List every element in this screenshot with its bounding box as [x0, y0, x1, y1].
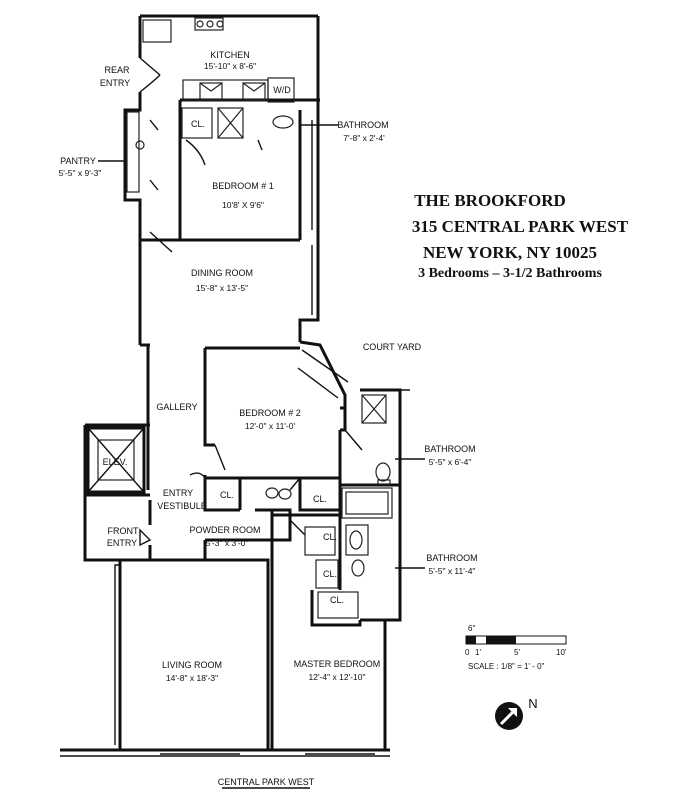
bathroom-2-dims: 5'-5" x 6'-4" [429, 457, 472, 467]
scale-tick-0: 0 [465, 648, 470, 657]
front-entry-label: FRONT [108, 526, 139, 536]
closet-label-entry: CL. [220, 490, 234, 500]
dining-room-label: DINING ROOM [191, 268, 253, 278]
living-room-dims: 14'-8" x 18'-3" [166, 673, 218, 683]
elevator-label: ELEV. [103, 457, 128, 467]
city-line: NEW YORK, NY 10025 [423, 243, 597, 262]
closet-label-powder: CL. [313, 494, 327, 504]
title-block: THE BROOKFORD 315 CENTRAL PARK WEST NEW … [412, 191, 629, 281]
closet-label-kitchen: CL. [191, 119, 205, 129]
street-label: CENTRAL PARK WEST [218, 777, 315, 787]
bathroom-1-label: BATHROOM [337, 120, 388, 130]
pantry-dims: 5'-5" x 9'-3" [59, 168, 102, 178]
front-entry-label-2: ENTRY [107, 538, 137, 548]
closet-label-master-2: CL. [323, 569, 337, 579]
scale-text: SCALE : 1/8" = 1' - 0" [468, 662, 545, 671]
kitchen-label: KITCHEN [210, 50, 250, 60]
bathroom-2-label: BATHROOM [424, 444, 475, 454]
powder-room-label: POWDER ROOM [190, 525, 261, 535]
scale-bar: 6" 0 1' 5' 10' SCALE : 1/8" = 1' - 0" [465, 624, 567, 671]
doors [139, 139, 363, 547]
kitchen-dims: 15'-10" x 8'-6" [204, 61, 256, 71]
bathroom-3-dims: 5'-5" x 11'-4" [429, 566, 476, 576]
address-line: 315 CENTRAL PARK WEST [412, 217, 629, 236]
closet-label-master-1: CL. [323, 532, 337, 542]
north-label: N [528, 696, 537, 711]
walls [60, 14, 410, 757]
court-yard-label: COURT YARD [363, 342, 422, 352]
north-arrow: N [495, 696, 538, 730]
bedroom-1-label: BEDROOM # 1 [212, 181, 274, 191]
building-name: THE BROOKFORD [414, 191, 566, 210]
entry-vestibule-label: ENTRY [163, 488, 193, 498]
bedroom-1-dims: 10'8' X 9'6" [222, 200, 264, 210]
rear-entry-label-2: ENTRY [100, 78, 130, 88]
closet-label-master-3: CL. [330, 595, 344, 605]
entry-vestibule-label-2: VESTIBULE [157, 501, 207, 511]
rear-entry-label: REAR [104, 65, 130, 75]
elevator [86, 426, 146, 494]
powder-room-dims: 5'-3" x 3'-0" [206, 538, 249, 548]
wd-label: W/D [273, 85, 291, 95]
scale-tick-5: 5' [514, 648, 520, 657]
bathroom-fixtures [265, 394, 393, 619]
room-labels: KITCHEN 15'-10" x 8'-6" REAR ENTRY W/D C… [59, 50, 478, 789]
scale-tick-10: 10' [556, 648, 567, 657]
scale-tick-1: 1' [475, 648, 481, 657]
pantry-label: PANTRY [60, 156, 96, 166]
dining-room-dims: 15'-8" x 13'-5" [196, 283, 248, 293]
gallery-label: GALLERY [156, 402, 197, 412]
bathroom-1-dims: 7'-8" x 2'-4' [343, 133, 385, 143]
scale-top-label: 6" [468, 624, 475, 633]
master-bedroom-label: MASTER BEDROOM [294, 659, 381, 669]
pantry-fixtures [126, 111, 159, 193]
summary-line: 3 Bedrooms – 3-1/2 Bathrooms [418, 266, 602, 281]
bedroom-2-dims: 12'-0" x 11'-0' [245, 421, 296, 431]
bedroom-2-label: BEDROOM # 2 [239, 408, 301, 418]
living-room-label: LIVING ROOM [162, 660, 222, 670]
master-bedroom-dims: 12'-4" x 12'-10" [308, 672, 365, 682]
kitchen-fixtures [142, 17, 295, 139]
windows [114, 120, 375, 755]
bathroom-3-label: BATHROOM [426, 553, 477, 563]
